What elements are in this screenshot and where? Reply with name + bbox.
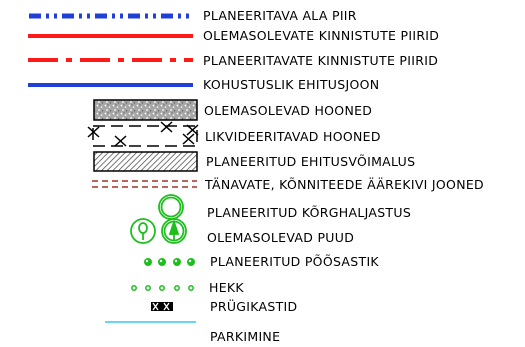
planned-shrubs-label: PLANEERITUD PÕÕSASTIK	[210, 254, 379, 269]
planning-boundary-label: PLANEERITAVA ALA PIIR	[203, 8, 357, 23]
existing-trees-label: OLEMASOLEVAD PUUD	[207, 230, 354, 245]
planned-high-greenery-label: PLANEERITUD KÕRGHALJASTUS	[207, 205, 411, 220]
legend-row-planned-property-lines: PLANEERITAVATE KINNISTUTE PIIRID	[28, 53, 438, 68]
legend-row-hedge: HEKK	[131, 280, 244, 295]
hedge-symbol	[131, 285, 194, 291]
legend-row-existing-buildings: OLEMASOLEVAD HOONED	[93, 99, 372, 121]
legend-row-planned-shrubs: PLANEERITUD PÕÕSASTIK	[144, 254, 379, 269]
mandatory-building-line-label: KOHUSTUSLIK EHITUSJOON	[203, 77, 379, 92]
curb-lines-symbol	[92, 180, 197, 188]
legend-row-planning-boundary: PLANEERITAVA ALA PIIR	[29, 8, 357, 23]
legend-row-demolished-buildings: LIKVIDEERITAVAD HOONED	[87, 121, 381, 147]
legend-row-planned-high-greenery: PLANEERITUD KÕRGHALJASTUS	[158, 194, 411, 220]
legend-row-existing-trees: OLEMASOLEVAD PUUD	[130, 218, 354, 245]
legend-row-waste-bins: PRÜGIKASTID	[151, 298, 297, 314]
planned-high-greenery-symbol	[158, 194, 184, 220]
curb-lines-label: TÄNAVATE, KÕNNITEEDE ÄÄREKIVI JOONED	[204, 177, 484, 192]
legend-row-planned-building-area: PLANEERITUD EHITUSVÕIMALUS	[93, 151, 415, 172]
planned-shrubs-symbol	[144, 258, 195, 266]
legend-row-parking: PARKIMINE	[105, 321, 280, 344]
planned-building-area-swatch	[93, 151, 198, 172]
planned-property-lines-label: PLANEERITAVATE KINNISTUTE PIIRID	[203, 53, 438, 68]
legend-row-mandatory-building-line: KOHUSTUSLIK EHITUSJOON	[28, 77, 379, 92]
existing-trees-symbol	[130, 218, 187, 244]
parking-label: PARKIMINE	[210, 329, 280, 344]
planned-building-area-label: PLANEERITUD EHITUSVÕIMALUS	[206, 154, 415, 169]
demolished-buildings-symbol	[87, 121, 199, 147]
existing-buildings-label: OLEMASOLEVAD HOONED	[204, 103, 372, 118]
legend-row-curb-lines: TÄNAVATE, KÕNNITEEDE ÄÄREKIVI JOONED	[92, 177, 484, 192]
hedge-label: HEKK	[209, 280, 244, 295]
waste-bins-symbol	[151, 302, 173, 311]
legend-row-existing-property-lines: OLEMASOLEVATE KINNISTUTE PIIRID	[28, 28, 439, 43]
demolished-buildings-label: LIKVIDEERITAVAD HOONED	[205, 129, 381, 144]
waste-bins-label: PRÜGIKASTID	[210, 298, 297, 314]
existing-property-lines-label: OLEMASOLEVATE KINNISTUTE PIIRID	[203, 28, 439, 43]
existing-buildings-swatch	[93, 99, 198, 121]
